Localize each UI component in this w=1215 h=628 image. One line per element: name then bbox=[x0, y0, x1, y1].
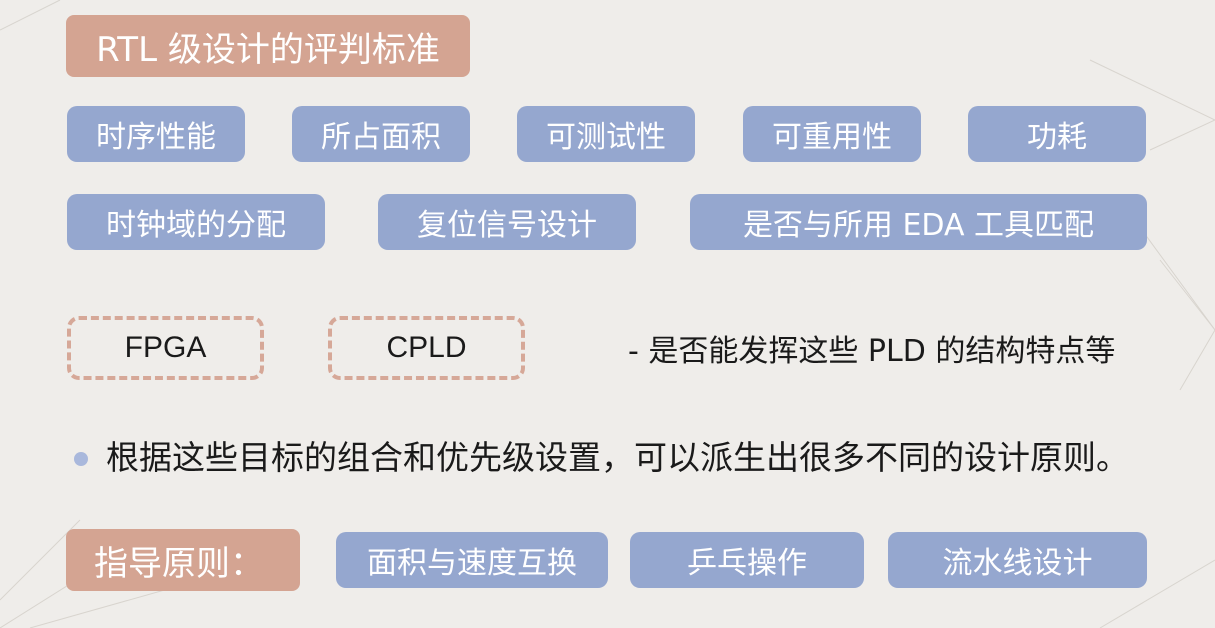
criterion-power: 功耗 bbox=[968, 106, 1146, 162]
device-cpld: CPLD bbox=[328, 316, 525, 380]
criterion-testability: 可测试性 bbox=[517, 106, 695, 162]
device-note: - 是否能发挥这些 PLD 的结构特点等 bbox=[628, 334, 1116, 369]
bullet-dot bbox=[74, 452, 88, 466]
criterion-reusability: 可重用性 bbox=[743, 106, 921, 162]
device-fpga: FPGA bbox=[67, 316, 264, 380]
criterion-reset-signal: 复位信号设计 bbox=[378, 194, 636, 250]
guide-area-speed-tradeoff: 面积与速度互换 bbox=[336, 532, 608, 588]
page-title: RTL 级设计的评判标准 bbox=[66, 15, 470, 77]
criterion-eda-match: 是否与所用 EDA 工具匹配 bbox=[690, 194, 1147, 250]
criterion-area: 所占面积 bbox=[292, 106, 470, 162]
guide-label: 指导原则： bbox=[66, 529, 300, 591]
criterion-timing: 时序性能 bbox=[67, 106, 245, 162]
criterion-clock-domain: 时钟域的分配 bbox=[67, 194, 325, 250]
guide-pipeline: 流水线设计 bbox=[888, 532, 1147, 588]
bullet-text: 根据这些目标的组合和优先级设置，可以派生出很多不同的设计原则。 bbox=[106, 438, 1129, 477]
guide-ping-pong: 乒乓操作 bbox=[630, 532, 864, 588]
